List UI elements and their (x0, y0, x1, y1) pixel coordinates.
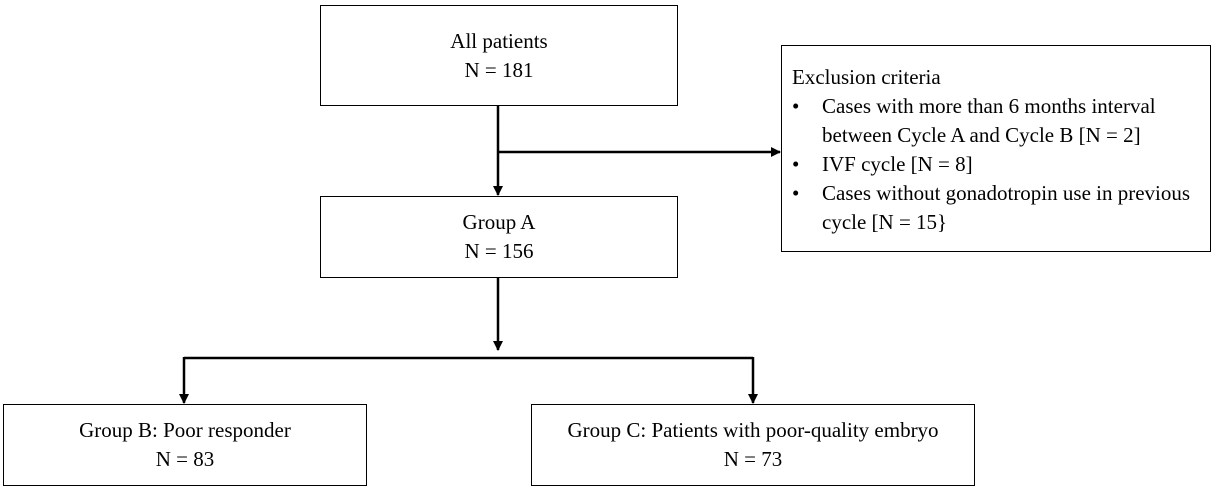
group-b-box: Group B: Poor responder N = 83 (3, 404, 367, 486)
group-c-box: Group C: Patients with poor-quality embr… (531, 404, 975, 486)
group-c-label: Group C: Patients with poor-quality embr… (567, 418, 939, 442)
group-c-count: N = 73 (723, 447, 783, 471)
all-patients-label: All patients (450, 28, 548, 53)
all-patients-box: All patients N = 181 (320, 5, 678, 106)
exclusion-criteria-title: Exclusion criteria (792, 65, 941, 89)
exclusion-item: • Cases with more than 6 months interval… (792, 92, 1210, 150)
group-a-box: Group A N = 156 (320, 196, 678, 278)
exclusion-item-text: Cases without gonadotropin use in previo… (822, 181, 1191, 234)
bullet-icon: • (792, 152, 800, 176)
exclusion-criteria-box: Exclusion criteria • Cases with more tha… (781, 45, 1211, 252)
exclusion-item: • IVF cycle [N = 8] (792, 150, 1210, 179)
exclusion-item-text: Cases with more than 6 months interval b… (822, 94, 1156, 147)
exclusion-item: • Cases without gonadotropin use in prev… (792, 179, 1210, 237)
all-patients-count: N = 181 (464, 57, 534, 82)
group-b-label: Group B: Poor responder (79, 418, 291, 442)
group-b-count: N = 83 (155, 447, 215, 471)
exclusion-item-text: IVF cycle [N = 8] (822, 152, 973, 176)
group-a-count: N = 156 (464, 239, 534, 263)
bullet-icon: • (792, 94, 800, 118)
group-a-label: Group A (462, 210, 536, 234)
exclusion-criteria-list: • Cases with more than 6 months interval… (792, 92, 1210, 237)
bullet-icon: • (792, 181, 800, 205)
